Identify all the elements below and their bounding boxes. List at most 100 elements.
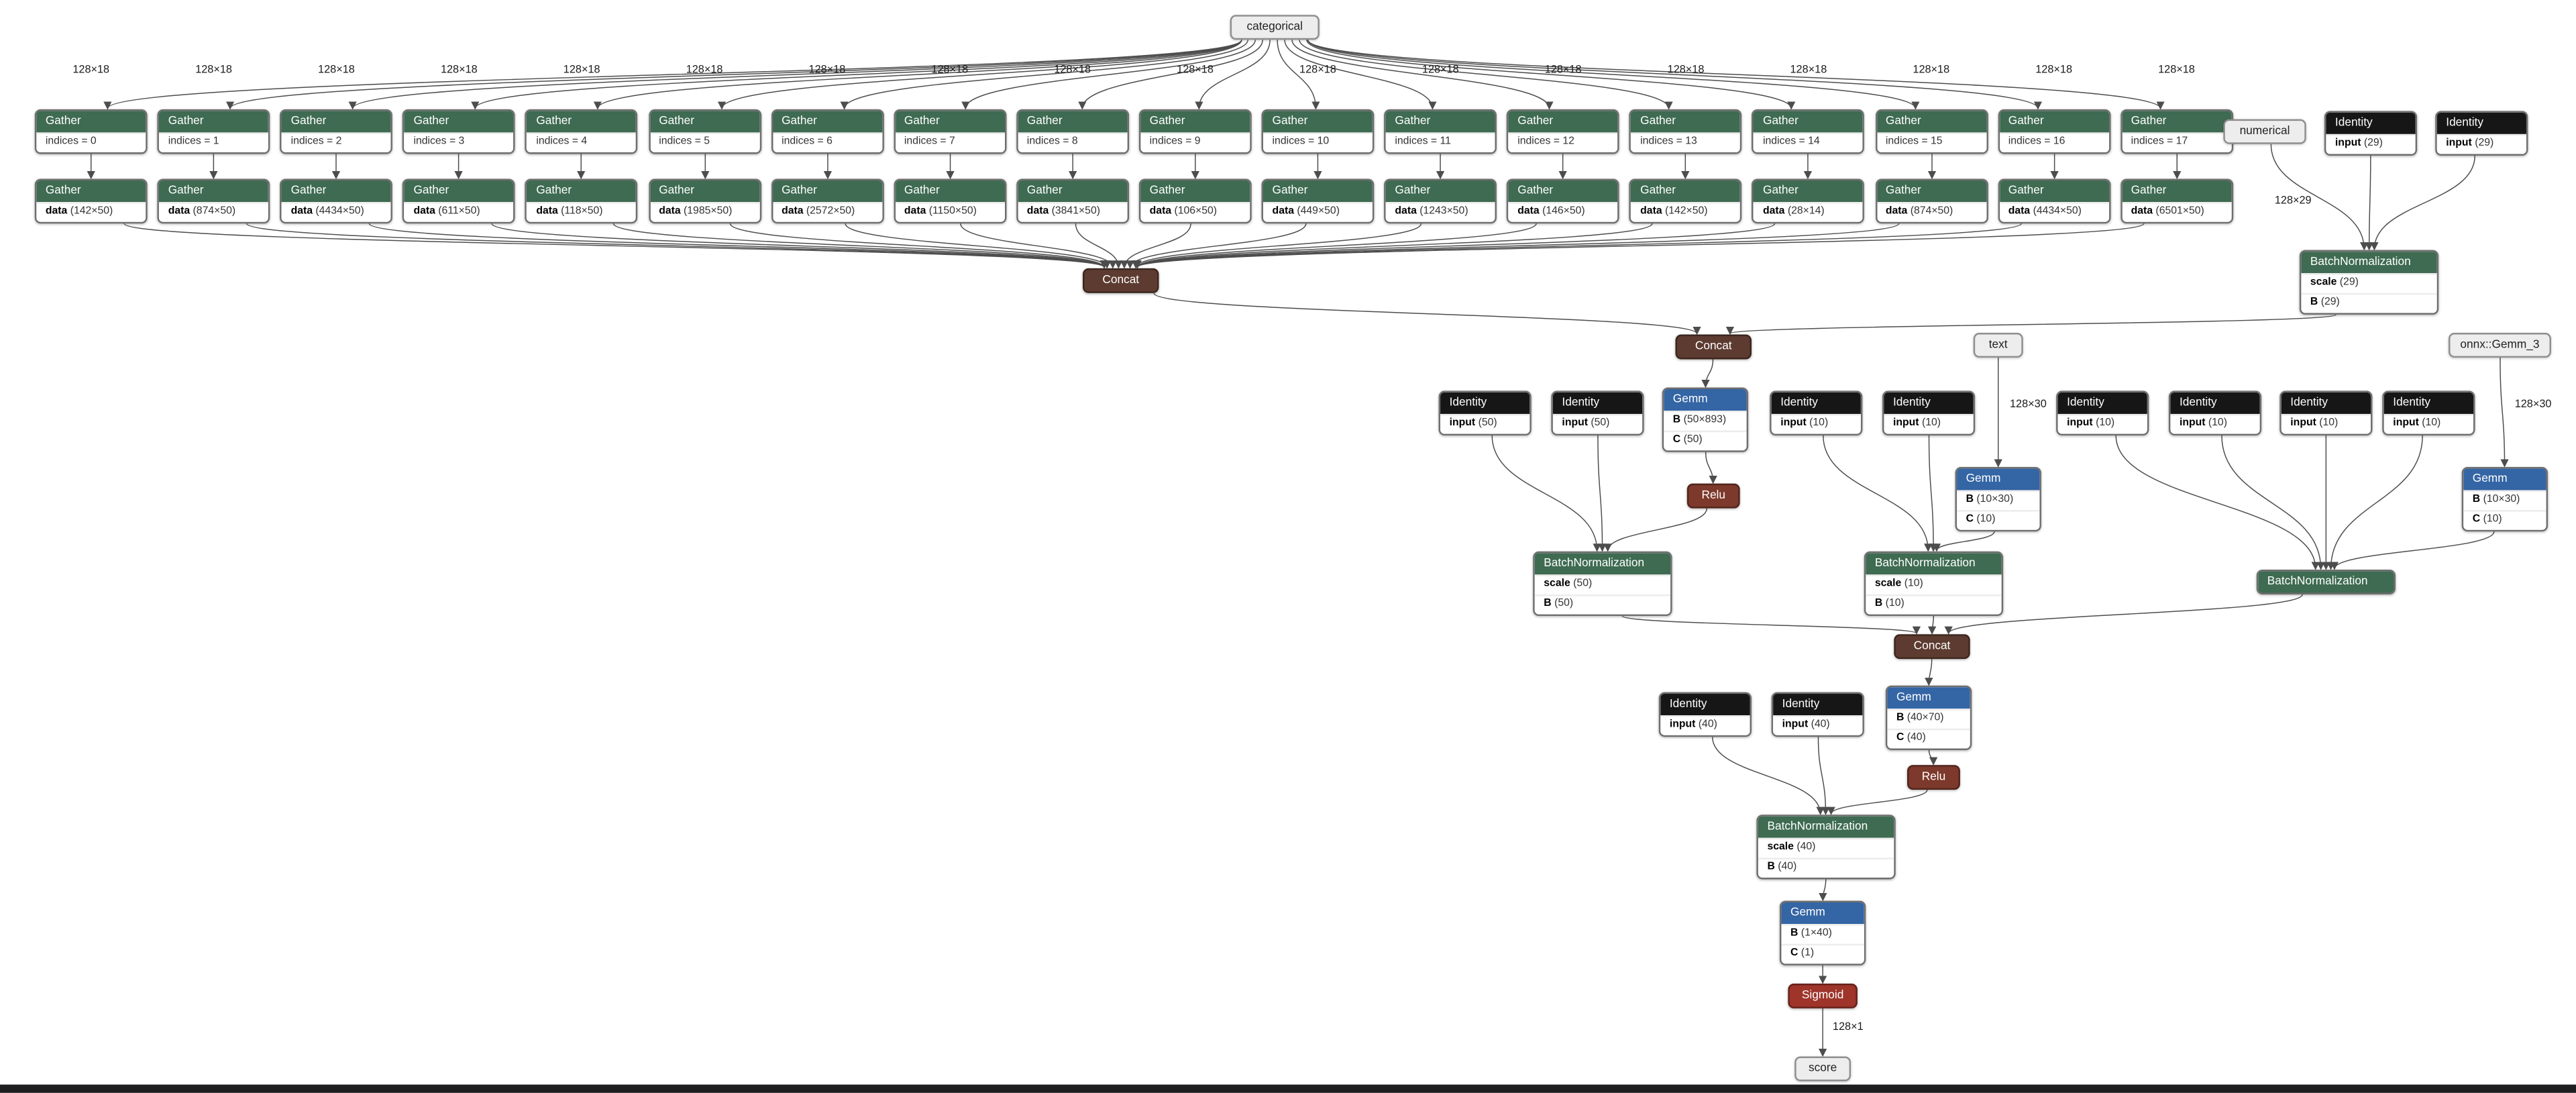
input-shape: (10) xyxy=(1885,598,1904,610)
gather-data-node[interactable]: Gather data (1985×50) xyxy=(648,178,761,223)
gather-indices-node[interactable]: Gather indices = 16 xyxy=(1997,109,2110,154)
gather-data-node[interactable]: Gather data (449×50) xyxy=(1261,178,1375,223)
gather-data-node[interactable]: Gather data (28×14) xyxy=(1752,178,1865,223)
input-numerical[interactable]: numerical xyxy=(2223,119,2306,144)
input-shape: (10) xyxy=(1904,577,1923,590)
gather-indices-node[interactable]: Gather indices = 1 xyxy=(157,109,270,154)
input-text[interactable]: text xyxy=(1973,333,2023,358)
gather-data-node[interactable]: Gather data (142×50) xyxy=(34,178,148,223)
concat-node[interactable]: Concat xyxy=(1082,268,1159,294)
identity-node[interactable]: Identity input (50) xyxy=(1551,391,1644,435)
batchnorm-node[interactable]: BatchNormalization xyxy=(2256,569,2396,594)
identity-node[interactable]: Identity input (40) xyxy=(1658,692,1752,737)
gather-data-node[interactable]: Gather data (4434×50) xyxy=(280,178,393,223)
input-shape: (611×50) xyxy=(438,205,480,217)
attr-text: indices = 3 xyxy=(413,136,465,148)
input-name: input xyxy=(2067,417,2093,429)
node-input-row: data (874×50) xyxy=(159,201,269,222)
input-categorical[interactable]: categorical xyxy=(1230,15,1320,40)
node-input-row: input (29) xyxy=(2436,134,2526,154)
node-attr-row: indices = 3 xyxy=(404,132,514,152)
gemm-node[interactable]: Gemm B (50×893) C (50) xyxy=(1662,387,1749,452)
gather-indices-node[interactable]: Gather indices = 14 xyxy=(1752,109,1865,154)
relu-node[interactable]: Relu xyxy=(1907,765,1960,790)
identity-node[interactable]: Identity input (40) xyxy=(1771,692,1864,737)
batchnorm-node[interactable]: BatchNormalization scale (10) B (10) xyxy=(1864,551,2004,617)
gather-indices-node[interactable]: Gather indices = 17 xyxy=(2120,109,2233,154)
gemm-node[interactable]: Gemm B (10×30) C (10) xyxy=(1955,466,2041,532)
concat-node[interactable]: Concat xyxy=(1675,334,1752,360)
gather-data-node[interactable]: Gather data (106×50) xyxy=(1138,178,1252,223)
input-shape: (6501×50) xyxy=(2155,205,2204,217)
gather-data-node[interactable]: Gather data (142×50) xyxy=(1629,178,1742,223)
gather-indices-node[interactable]: Gather indices = 5 xyxy=(648,109,761,154)
gather-data-node[interactable]: Gather data (6501×50) xyxy=(2120,178,2233,223)
gather-indices-node[interactable]: Gather indices = 7 xyxy=(893,109,1006,154)
identity-node[interactable]: Identity input (10) xyxy=(2279,391,2373,435)
gather-indices-node[interactable]: Gather indices = 4 xyxy=(525,109,639,154)
gather-indices-node[interactable]: Gather indices = 6 xyxy=(771,109,883,154)
node-type-header: Gather xyxy=(1631,180,1741,202)
concat-node[interactable]: Concat xyxy=(1894,634,1970,660)
input-shape: (40) xyxy=(1907,731,1926,744)
node-attr-row: indices = 1 xyxy=(159,132,269,152)
node-input-row: B (50×893) xyxy=(1664,410,1747,431)
gemm-node[interactable]: Gemm B (40×70) C (40) xyxy=(1885,685,1972,751)
relu-node[interactable]: Relu xyxy=(1686,483,1740,509)
gather-indices-node[interactable]: Gather indices = 13 xyxy=(1629,109,1742,154)
gather-indices-node[interactable]: Gather indices = 0 xyxy=(34,109,148,154)
identity-node[interactable]: Identity input (29) xyxy=(2324,111,2418,156)
gather-data-node[interactable]: Gather data (2572×50) xyxy=(771,178,883,223)
identity-node[interactable]: Identity input (10) xyxy=(1770,391,1863,435)
gemm-node[interactable]: Gemm B (10×30) C (10) xyxy=(2461,466,2548,532)
attr-text: indices = 12 xyxy=(1517,136,1574,148)
gather-indices-node[interactable]: Gather indices = 9 xyxy=(1138,109,1252,154)
node-type-header: Identity xyxy=(1771,392,1861,414)
node-attr-row: indices = 2 xyxy=(282,132,391,152)
gather-data-node[interactable]: Gather data (4434×50) xyxy=(1997,178,2110,223)
gather-data-node[interactable]: Gather data (3841×50) xyxy=(1016,178,1129,223)
input-shape: (50) xyxy=(1478,417,1497,429)
identity-node[interactable]: Identity input (10) xyxy=(2056,391,2149,435)
identity-node[interactable]: Identity input (50) xyxy=(1438,391,1532,435)
identity-node[interactable]: Identity input (10) xyxy=(2168,391,2262,435)
node-type-header: Identity xyxy=(2383,392,2473,414)
gather-data-node[interactable]: Gather data (874×50) xyxy=(157,178,270,223)
batchnorm-node[interactable]: BatchNormalization scale (40) B (40) xyxy=(1756,815,1896,880)
sigmoid-node[interactable]: Sigmoid xyxy=(1788,983,1858,1009)
identity-node[interactable]: Identity input (10) xyxy=(2382,391,2475,435)
gather-column: 128×18 Gather indices = 9 Gather data (1… xyxy=(1138,0,1252,248)
node-type-header: BatchNormalization xyxy=(2258,571,2394,592)
gemm-node[interactable]: Gemm B (1×40) C (1) xyxy=(1779,900,1866,966)
input-shape: (40) xyxy=(1796,841,1816,853)
gather-data-node[interactable]: Gather data (118×50) xyxy=(525,178,639,223)
input-name: data xyxy=(1885,205,1908,217)
gather-indices-node[interactable]: Gather indices = 3 xyxy=(402,109,516,154)
gather-column: 128×18 Gather indices = 4 Gather data (1… xyxy=(525,0,639,248)
gather-data-node[interactable]: Gather data (611×50) xyxy=(402,178,516,223)
output-score[interactable]: score xyxy=(1794,1056,1851,1082)
edge-dim-label: 128×30 xyxy=(2514,399,2552,411)
attr-text: indices = 16 xyxy=(2008,136,2065,148)
batchnorm-node[interactable]: BatchNormalization scale (29) B (29) xyxy=(2299,250,2439,315)
node-input-row: data (28×14) xyxy=(1754,201,1864,222)
gather-data-node[interactable]: Gather data (146×50) xyxy=(1507,178,1620,223)
gather-indices-node[interactable]: Gather indices = 10 xyxy=(1261,109,1375,154)
gather-data-node[interactable]: Gather data (874×50) xyxy=(1874,178,1988,223)
gather-data-node[interactable]: Gather data (1150×50) xyxy=(893,178,1006,223)
batchnorm-node[interactable]: BatchNormalization scale (50) B (50) xyxy=(1533,551,1672,617)
gather-column: 128×18 Gather indices = 0 Gather data (1… xyxy=(34,0,148,248)
node-input-row: input (10) xyxy=(2281,413,2371,434)
input-onnx-gemm-3[interactable]: onnx::Gemm_3 xyxy=(2448,333,2551,358)
node-attr-row: indices = 8 xyxy=(1018,132,1128,152)
gather-data-node[interactable]: Gather data (1243×50) xyxy=(1384,178,1497,223)
gather-indices-node[interactable]: Gather indices = 11 xyxy=(1384,109,1497,154)
gather-indices-node[interactable]: Gather indices = 15 xyxy=(1874,109,1988,154)
input-shape: (1×40) xyxy=(1801,927,1832,939)
gather-indices-node[interactable]: Gather indices = 2 xyxy=(280,109,393,154)
identity-node[interactable]: Identity input (29) xyxy=(2435,111,2528,156)
gather-indices-node[interactable]: Gather indices = 12 xyxy=(1507,109,1620,154)
identity-node[interactable]: Identity input (10) xyxy=(1882,391,1976,435)
gather-indices-node[interactable]: Gather indices = 8 xyxy=(1016,109,1129,154)
